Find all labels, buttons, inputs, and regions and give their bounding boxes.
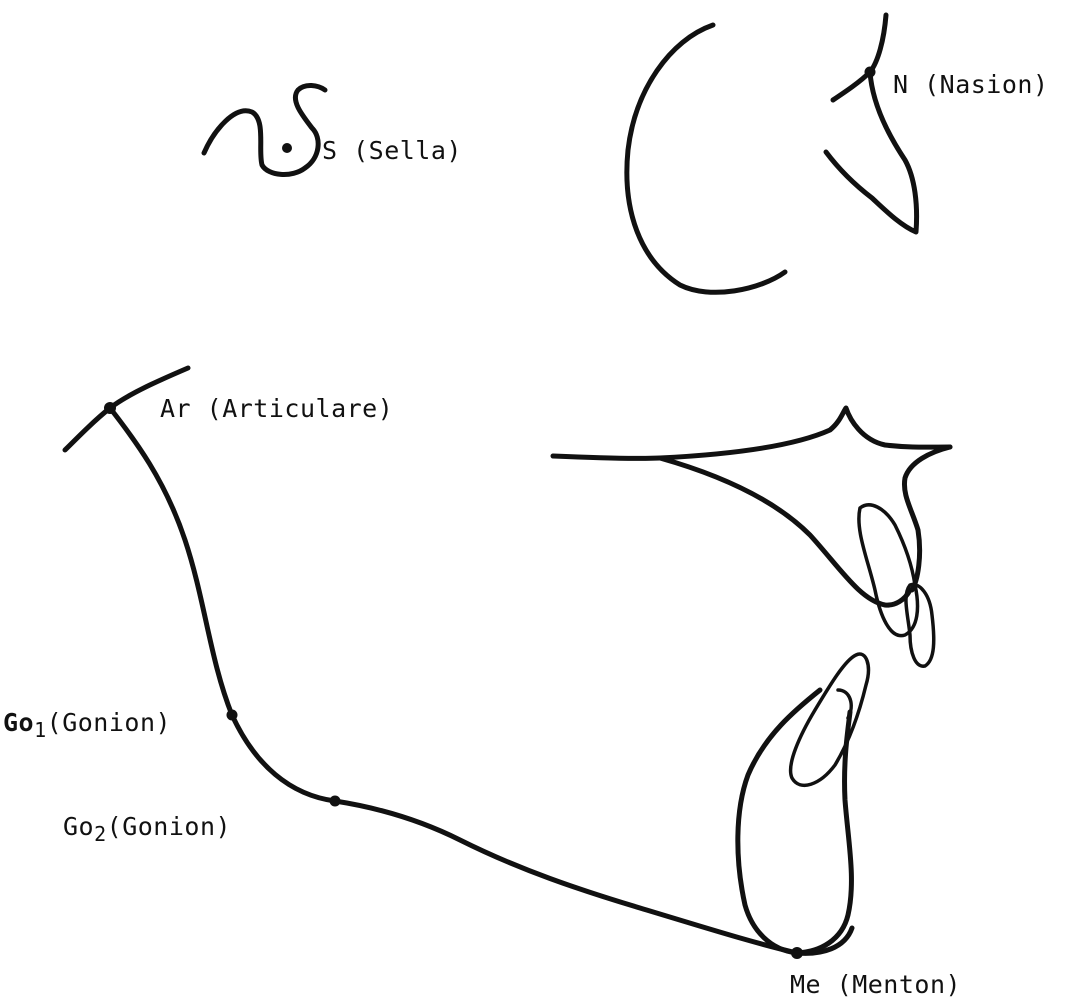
sella-point [282,143,292,153]
articulare-point [104,402,116,414]
orbit-outline [627,25,785,292]
gonion1-label-sub: 1 [34,718,47,742]
symphysis-outline [738,690,852,953]
gonion2-label-prefix: Go [63,812,94,841]
gonion2-label-suffix: (Gonion) [107,812,231,841]
sella-label: S (Sella) [322,136,462,165]
gonion1-label-suffix: (Gonion) [47,708,171,737]
frontal-bone-line [833,15,886,100]
gonion2-point [330,796,341,807]
gonion1-point [227,710,238,721]
upper-incisor-crown [906,585,934,667]
sella-turcica-outline [204,85,325,174]
articulare-label: Ar (Articulare) [160,394,393,423]
gonion2-label: Go2(Gonion) [63,812,231,846]
gonion1-label-prefix: Go [3,708,34,737]
gonion2-label-sub: 2 [94,822,107,846]
nasion-point [865,67,876,78]
nasion-label: N (Nasion) [893,70,1049,99]
menton-label: Me (Menton) [790,970,961,999]
gonion1-label: Go1(Gonion) [3,708,171,742]
palatal-plane-line [553,408,950,458]
lower-incisor-outline [791,654,869,785]
